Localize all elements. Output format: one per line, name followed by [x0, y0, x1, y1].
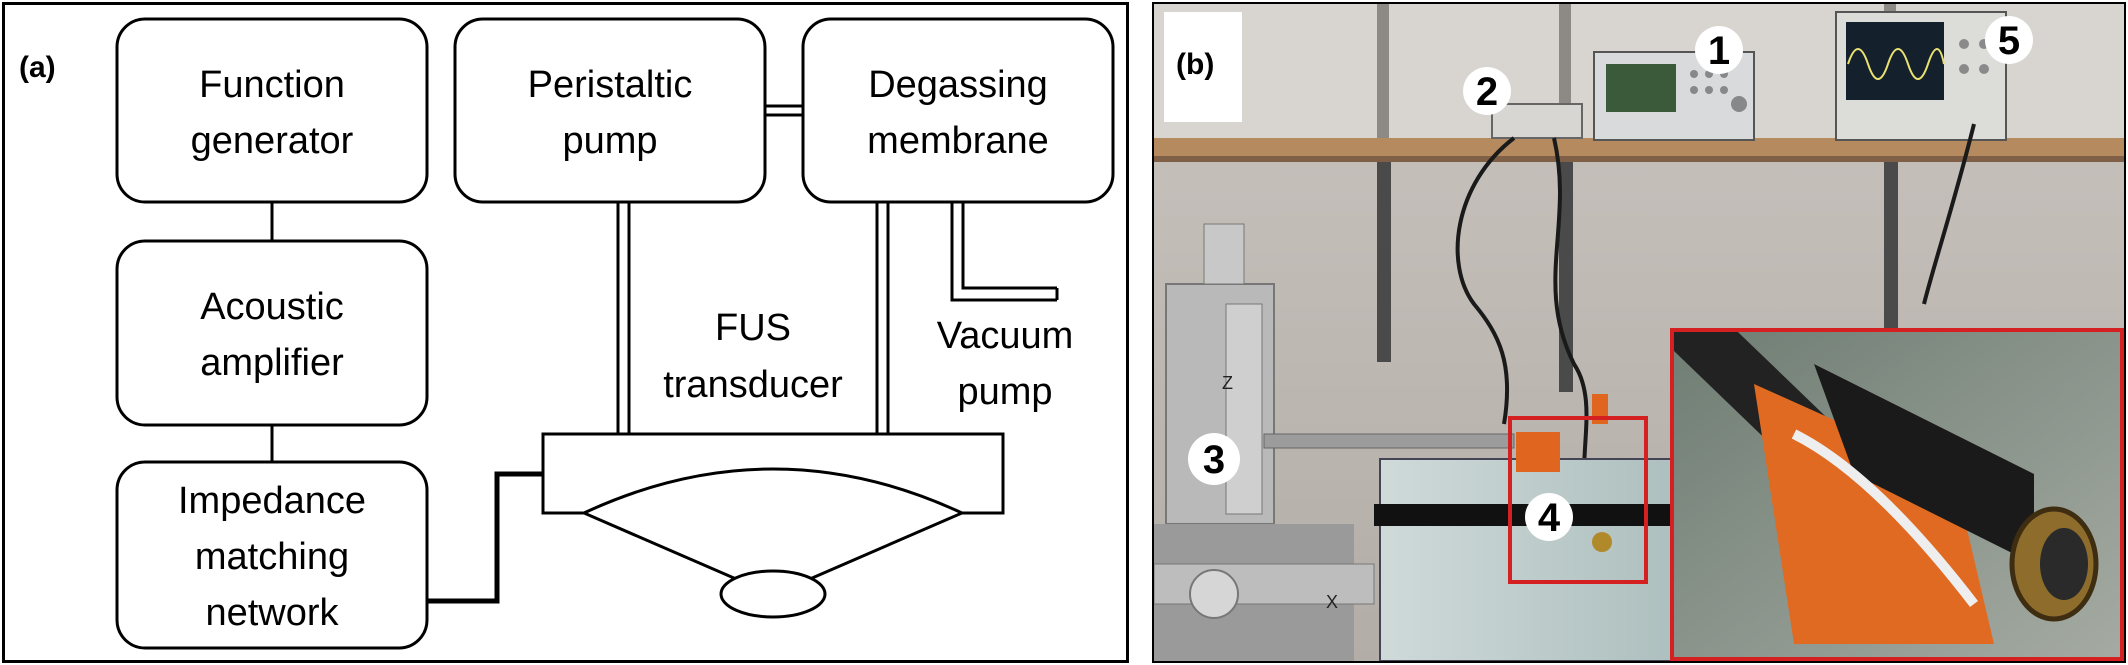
block-diagram: Function generator Acoustic amplifier Im…: [19, 17, 1115, 650]
cable-impedance-transducer: [428, 471, 543, 604]
oscilloscope-screen: [1846, 22, 1944, 100]
cable: [1922, 123, 1976, 305]
oscilloscope-trace: [1847, 48, 1945, 80]
degassing-membrane-label-2: membrane: [867, 120, 1049, 162]
svg-text:3: 3: [1203, 438, 1225, 482]
peristaltic-pump-block: [453, 17, 767, 204]
vacuum-tube-inner: [961, 202, 1057, 290]
wooden-shelf: [1154, 138, 2124, 156]
marker-4: 4: [1525, 493, 1573, 541]
marker-5: 5: [1985, 16, 2033, 64]
block-diagram-panel: Function generator Acoustic amplifier Im…: [2, 2, 1129, 663]
degassing-membrane-block: [801, 17, 1115, 204]
degassing-membrane-label-1: Degassing: [868, 64, 1048, 106]
setup-photo-panel: Z X (b) 1 2 3 4 5: [1152, 2, 2126, 663]
marker-3: 3: [1188, 433, 1240, 485]
impedance-label-2: matching: [195, 536, 349, 578]
inset-border: [1670, 328, 2124, 661]
acoustic-amplifier-label-2: amplifier: [200, 342, 344, 384]
vacuum-pump-label-2: pump: [957, 371, 1052, 413]
peristaltic-pump-label-1: Peristaltic: [528, 64, 693, 106]
function-generator-screen: [1606, 64, 1676, 112]
stage-knob: [1189, 569, 1239, 619]
shelf-bracket: [1884, 162, 1898, 332]
shelf-bracket: [1377, 162, 1391, 362]
transducer-face: [1592, 532, 1612, 552]
peristaltic-pump-label-2: pump: [562, 120, 657, 162]
svg-text:4: 4: [1538, 496, 1561, 540]
transducer-holder: [1516, 432, 1560, 472]
setup-photo: Z X (b) 1 2 3 4 5: [1154, 4, 2124, 661]
marker-2: 2: [1463, 67, 1511, 115]
vacuum-tube-outer: [950, 202, 1057, 302]
impedance-label-3: network: [205, 592, 339, 634]
function-generator-label-2: generator: [191, 120, 354, 162]
inset-zoom: [1672, 330, 2124, 661]
x-axis-label: X: [1326, 592, 1338, 612]
marker-1: 1: [1695, 26, 1743, 74]
fus-transducer-label-2: transducer: [663, 364, 843, 406]
impedance-box-device: [1491, 103, 1583, 139]
svg-text:1: 1: [1708, 29, 1730, 73]
vacuum-pump-label-1: Vacuum: [937, 315, 1074, 357]
water-tank: [1379, 458, 1711, 661]
function-generator-label-1: Function: [199, 64, 345, 106]
cable: [1552, 137, 1589, 475]
panel-b-label-bg: [1164, 12, 1242, 122]
impedance-matching-block: [115, 460, 429, 650]
cable: [1455, 136, 1516, 425]
transducer-highlight-box: [1508, 416, 1648, 584]
panel-a-label: (a): [19, 51, 56, 84]
stage-arm: [1263, 433, 1515, 449]
transducer-cone: [580, 467, 966, 597]
z-axis-label: Z: [1222, 373, 1233, 393]
focal-spot: [719, 569, 827, 619]
function-generator-block: [115, 17, 429, 204]
svg-text:5: 5: [1998, 19, 2020, 63]
fus-transducer-label-1: FUS: [715, 307, 791, 349]
impedance-label-1: Impedance: [178, 480, 366, 522]
inset-zip-tie: [1791, 429, 1978, 608]
panel-b-label: (b): [1176, 48, 1214, 81]
acoustic-amplifier-label-1: Acoustic: [200, 286, 344, 328]
acoustic-amplifier-block: [115, 239, 429, 427]
svg-text:2: 2: [1476, 70, 1498, 114]
